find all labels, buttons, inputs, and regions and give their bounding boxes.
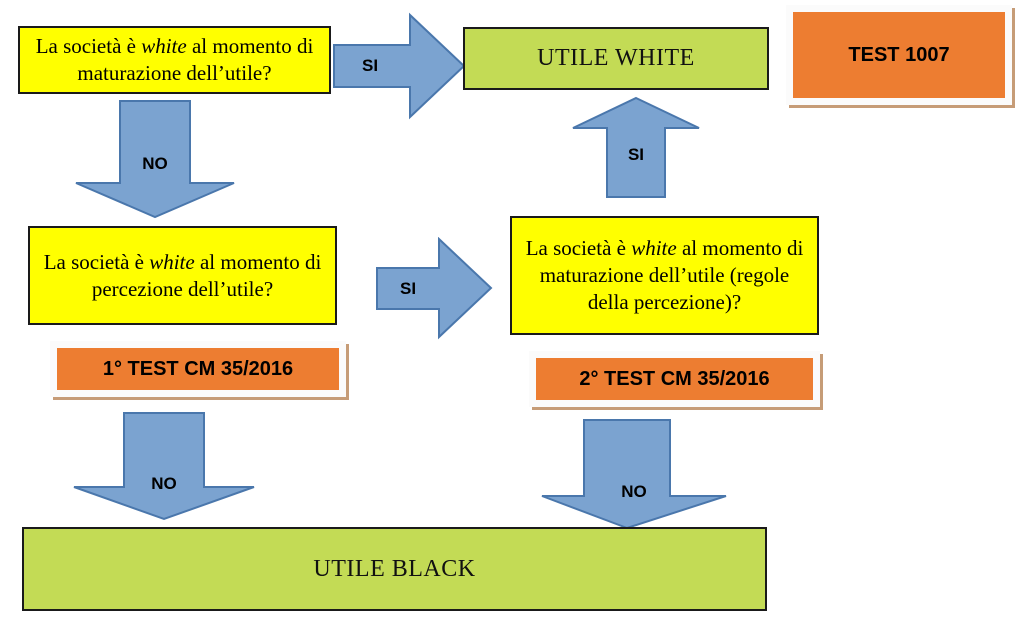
result-black-label: UTILE BLACK [313,555,476,582]
decision3-line2: maturazione dell’utile (regole [539,263,790,288]
callout-test-1007: TEST 1007 [786,5,1012,105]
decision1-line1-part-b: al momento di [186,34,314,59]
callout-test-cm-2: 2° TEST CM 35/2016 [529,351,820,407]
decision3-line1-part-a: La società è [525,236,632,261]
decision2-line2: percezione dell’utile? [91,276,274,301]
decision1-line1-emphasis: white [141,34,187,59]
decision1-line1-part-a: La società è [35,34,142,59]
callout-test-cm-1: 1° TEST CM 35/2016 [50,341,346,397]
test-1007-label: TEST 1007 [848,43,950,66]
decision1-line2: maturazione dell’utile? [77,61,272,85]
decision-box-maturazione-utile: La società è white al momento di maturaz… [18,26,331,94]
test-cm-1-label: 1° TEST CM 35/2016 [102,357,294,380]
decision3-line1-emphasis: white [631,236,677,261]
arrow-si-decision1-to-utile-white: SI [332,12,466,120]
arrow-si-decision2-to-decision3: SI [375,237,493,340]
arrow-no-decision3-to-utile-black: NO [540,418,728,530]
test-cm-2-label: 2° TEST CM 35/2016 [579,367,770,390]
decision-box-maturazione-regole-percezione: La società è white al momento di maturaz… [510,216,819,335]
decision2-line1-part-b: al momento di [194,249,322,274]
result-white-label: UTILE WHITE [537,45,695,71]
result-box-utile-white: UTILE WHITE [463,27,769,90]
decision-box-percezione-utile: La società è white al momento di percezi… [28,226,337,325]
arrow-si-decision3-to-utile-white: SI [571,96,701,199]
decision3-line1-part-b: al momento di [676,236,804,261]
arrow-no-decision1-to-decision2: NO [74,99,236,219]
decision2-line1-emphasis: white [149,249,195,274]
decision2-line1-part-a: La società è [43,249,150,274]
decision3-line3: della percezione)? [587,289,742,314]
arrow-no-decision2-to-utile-black: NO [72,411,256,521]
result-box-utile-black: UTILE BLACK [22,527,767,611]
